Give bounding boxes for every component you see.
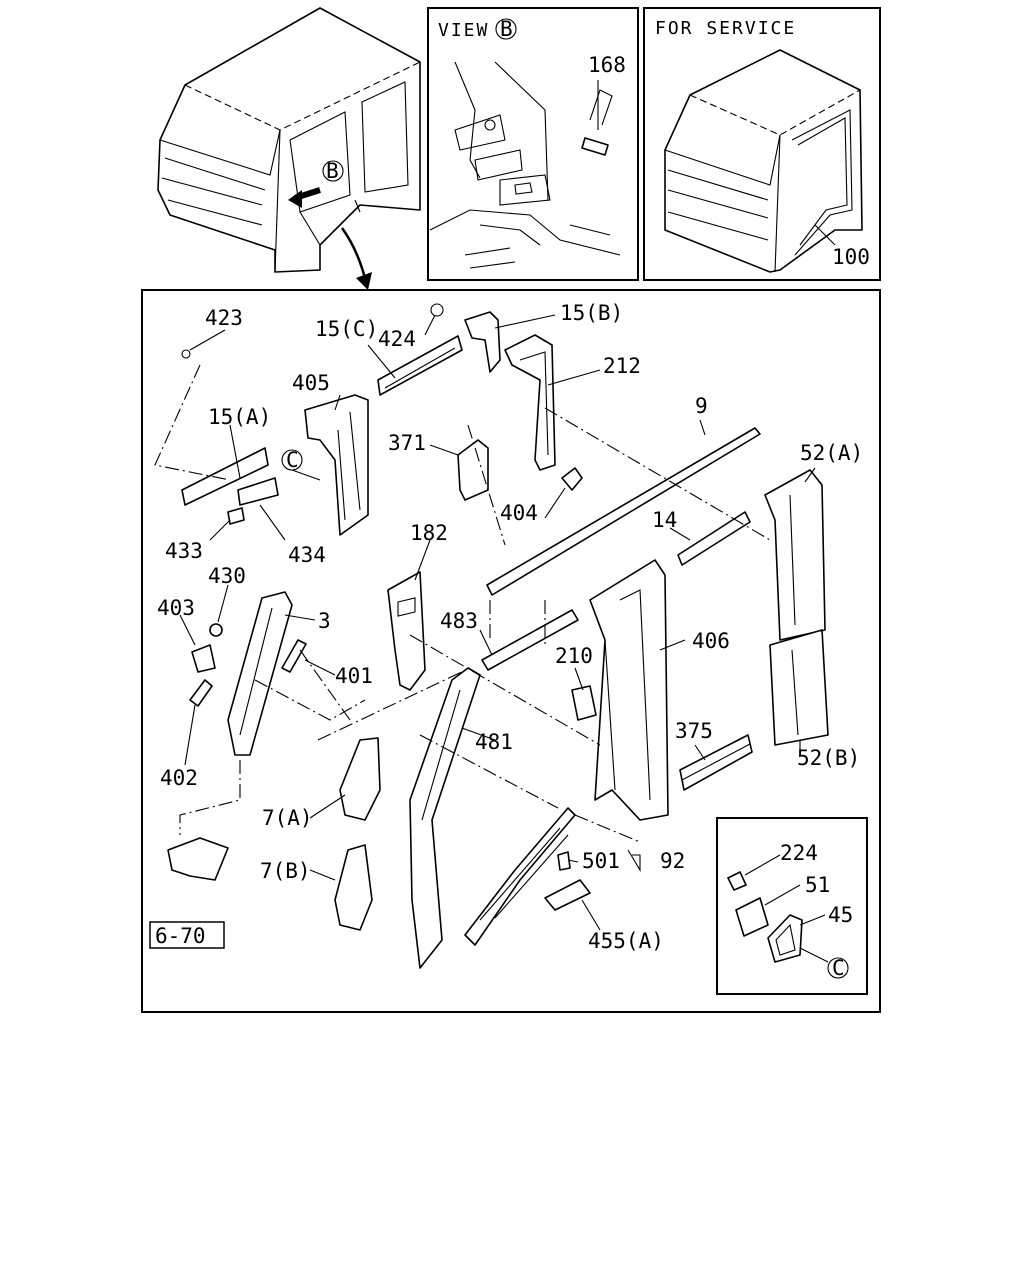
callout-52b: 52(B) [797,746,860,770]
part-481 [409,667,481,969]
callout-455a: 455(A) [588,929,664,953]
part-401 [281,639,307,673]
callout-371: 371 [388,431,426,455]
part-210 [571,685,597,721]
part-45 [767,914,803,963]
part-168-label: 168 [588,53,626,77]
pointer-arrow [340,227,368,283]
view-b-marker [322,160,344,182]
part-3 [227,591,293,756]
part-423 [181,349,191,359]
part-212 [504,334,556,471]
callout-7a: 7(A) [262,806,313,830]
view-b-marker-label: B [326,159,339,183]
callout-430: 430 [208,564,246,588]
callout-c2: C [832,956,845,980]
callout-6-70: 6-70 [155,924,206,948]
callout-375: 375 [675,719,713,743]
callout-51: 51 [805,873,830,897]
part-403 [191,644,216,673]
arrow-head-icon [288,190,302,208]
part-501 [557,851,571,871]
part-6-70-piece [167,837,229,881]
part-404 [561,467,583,491]
part-15b [464,311,501,373]
part-430 [209,623,223,637]
callout-c: C [286,448,299,472]
part-483 [481,609,579,671]
callout-433: 433 [165,539,203,563]
part-9 [486,427,761,596]
view-b-title: VIEW [438,20,489,41]
for-service-title: FOR SERVICE [655,18,796,39]
part-14 [677,511,751,566]
callout-7b: 7(B) [260,859,311,883]
callout-405: 405 [292,371,330,395]
ref-6-70-box [149,921,225,949]
part-7b [334,844,373,931]
part-224 [727,871,747,891]
callout-212: 212 [603,354,641,378]
callout-424: 424 [378,327,416,351]
callout-210: 210 [555,644,593,668]
service-cab [664,49,863,273]
part-455a [544,879,591,911]
part-52a [764,469,826,641]
callout-92: 92 [660,849,685,873]
part-182 [387,571,426,691]
callout-483: 483 [440,609,478,633]
callout-3: 3 [318,609,331,633]
c-marker-2 [827,957,849,979]
overview-cab [157,7,421,273]
callout-182: 182 [410,521,448,545]
part-402 [189,679,213,707]
for-service-inset [643,7,881,281]
callout-401: 401 [335,664,373,688]
part-51 [735,897,769,937]
callout-481: 481 [475,730,513,754]
fastener-inset [716,817,868,995]
callout-434: 434 [288,543,326,567]
part-100-label: 100 [832,245,870,269]
callout-224: 224 [780,841,818,865]
c-marker [281,449,303,471]
callout-15b: 15(B) [560,301,623,325]
callout-403: 403 [157,596,195,620]
callout-423: 423 [205,306,243,330]
main-frame [141,289,881,1013]
part-371 [457,439,489,501]
view-b-inset [427,7,639,281]
part-433 [227,507,245,525]
view-b-drawing [429,61,621,269]
callout-501: 501 [582,849,620,873]
part-424 [430,303,444,317]
part-434-plate [237,477,279,506]
part-405 [304,394,369,536]
part-52b [769,629,829,746]
callout-406: 406 [692,629,730,653]
leader-lines [154,314,816,931]
callout-45: 45 [828,903,853,927]
callout-402: 402 [160,766,198,790]
part-92 [464,807,576,946]
part-406 [589,559,669,821]
callout-9: 9 [695,394,708,418]
callout-14: 14 [652,508,677,532]
view-b-letter: B [500,17,513,41]
callout-15a: 15(A) [208,405,271,429]
view-b-circle [495,18,517,40]
callout-52a: 52(A) [800,441,863,465]
part-7a [339,737,381,821]
callout-15c: 15(C) [315,317,378,341]
callout-404: 404 [500,501,538,525]
